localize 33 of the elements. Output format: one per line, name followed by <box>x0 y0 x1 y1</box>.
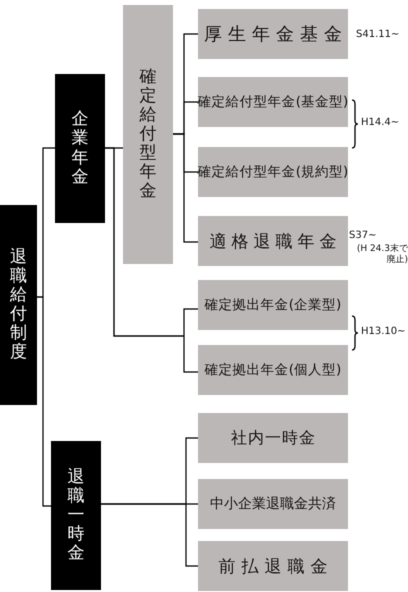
connector-line <box>173 133 198 243</box>
box-label: 企業年金 <box>71 110 89 187</box>
box-label: 社内一時金 <box>231 428 316 448</box>
connector-line <box>101 503 198 567</box>
connector-line <box>105 147 198 373</box>
date-label: H14.4~ <box>361 117 400 128</box>
category-box <box>0 205 37 405</box>
box-label: 前払退職金 <box>218 556 334 578</box>
box-label: 退職給付制度 <box>10 248 28 362</box>
box-label: 確定給付型年金(規約型) <box>198 163 348 181</box>
box-label: 確定拠出年金(個人型) <box>204 361 342 379</box>
plan-box <box>198 280 348 330</box>
plan-box <box>198 147 348 197</box>
box-label: 確定給付型年金(基金型) <box>198 93 348 111</box>
date-label: H13.10~ <box>361 326 406 337</box>
date-note: S37~ <box>349 230 376 241</box>
box-label: 確定給付型年金 <box>139 68 157 202</box>
plan-box <box>198 77 348 127</box>
plan-box <box>198 541 348 591</box>
date-note: (H 24.3末で廃止) <box>356 244 408 266</box>
box-label: 厚生年金基金 <box>204 23 348 46</box>
category-box <box>55 74 105 223</box>
category-box <box>51 441 101 590</box>
plan-box <box>198 479 348 529</box>
date-note: S41.11~ <box>356 29 400 40</box>
plan-box <box>123 5 173 264</box>
box-label: 中小企業退職金共済 <box>210 495 336 513</box>
plan-box <box>198 413 348 463</box>
box-label: 退職一時金 <box>67 468 85 564</box>
box-label: 確定拠出年金(企業型) <box>204 296 342 314</box>
plan-box <box>198 345 348 395</box>
box-label: 適格退職年金 <box>210 230 342 252</box>
connector-line <box>37 296 51 507</box>
